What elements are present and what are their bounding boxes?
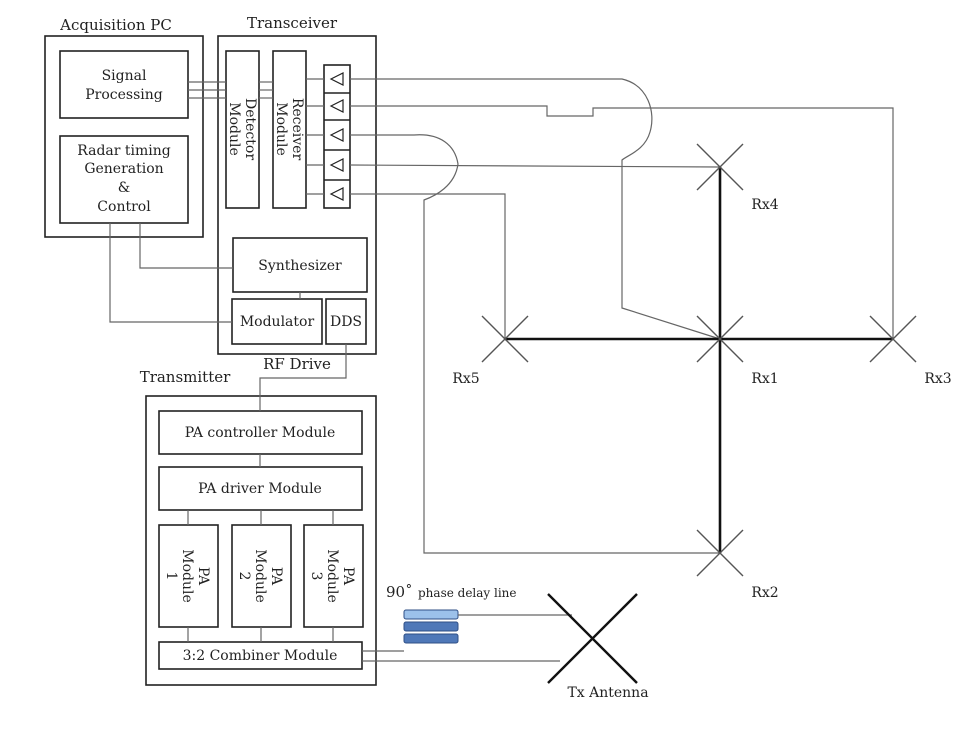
radar-timing-label: Generation <box>84 161 163 177</box>
signal-processing-label: Signal <box>102 68 147 84</box>
pa-module-1-label: Module <box>179 549 195 603</box>
tx-antenna-icon <box>547 593 638 684</box>
receiver-feed-lines <box>349 78 894 554</box>
amplifier-icon <box>324 72 350 201</box>
rf-drive-label: RF Drive <box>263 355 331 373</box>
transceiver-box <box>217 35 377 355</box>
amplifier-icon <box>329 99 344 113</box>
synthesizer-label: Synthesizer <box>258 258 342 274</box>
pa-module-2-label: PA <box>268 567 284 586</box>
pa-module-3-label: 3 <box>308 572 324 581</box>
detector-module-label: Detector <box>242 98 258 160</box>
radar-timing-label: & <box>118 180 130 196</box>
rx4-label: Rx4 <box>751 197 778 213</box>
acquisition-pc-title: Acquisition PC <box>59 16 172 34</box>
rx1-antenna-icon <box>696 315 744 363</box>
rx3-antenna-icon <box>869 315 917 363</box>
pa-module-2-label: 2 <box>236 572 252 581</box>
signal-processing-label: Processing <box>85 87 163 103</box>
receiver-module-label: Receiver <box>289 98 305 161</box>
rx2-antenna-icon <box>696 529 744 577</box>
amplifier-stack <box>323 64 351 209</box>
rx2-label: Rx2 <box>751 585 778 601</box>
modulator-label: Modulator <box>240 314 315 330</box>
rx5-label: Rx5 <box>452 371 479 387</box>
pa-controller-label: PA controller Module <box>185 425 336 441</box>
pa-module-1-label: 1 <box>163 572 179 581</box>
pa-module-1-label: PA <box>195 567 211 586</box>
phase-degree-label: 90˚ <box>386 583 413 601</box>
pa-module-3-label: Module <box>324 549 340 603</box>
phase-delay-label: phase delay line <box>418 586 517 600</box>
receiver-module-label: Module <box>273 102 289 156</box>
receiver-module-box <box>272 50 307 209</box>
pa-driver-label: PA driver Module <box>198 481 322 497</box>
rx3-label: Rx3 <box>924 371 951 387</box>
rx5-antenna-icon <box>481 315 529 363</box>
tx-feed-lines <box>362 614 572 662</box>
signal-processing-box <box>59 50 189 119</box>
amplifier-icon <box>329 72 344 86</box>
rx1-label: Rx1 <box>751 371 778 387</box>
detector-module-label: Module <box>226 102 242 156</box>
rx4-antenna-icon <box>696 143 744 191</box>
amplifier-icon <box>329 128 344 142</box>
transceiver-title: Transceiver <box>247 14 338 32</box>
amplifier-icon <box>329 158 344 172</box>
detector-module-box <box>225 50 260 209</box>
radar-timing-label: Radar timing <box>77 143 171 159</box>
antenna-array-grid <box>505 167 893 553</box>
amplifier-icon <box>329 187 344 201</box>
acquisition-pc-box <box>44 35 204 238</box>
transmitter-box <box>145 395 377 686</box>
combiner-label: 3:2 Combiner Module <box>183 648 338 664</box>
radar-timing-label: Control <box>97 199 151 215</box>
phase-delay-line-icon <box>403 609 459 644</box>
transmitter-title: Transmitter <box>140 368 231 386</box>
dds-label: DDS <box>330 314 362 330</box>
tx-antenna-label: Tx Antenna <box>567 685 648 701</box>
radar-timing-box <box>59 135 189 224</box>
internal-wiring <box>109 78 347 642</box>
pa-module-2-label: Module <box>252 549 268 603</box>
pa-module-3-label: PA <box>340 567 356 586</box>
